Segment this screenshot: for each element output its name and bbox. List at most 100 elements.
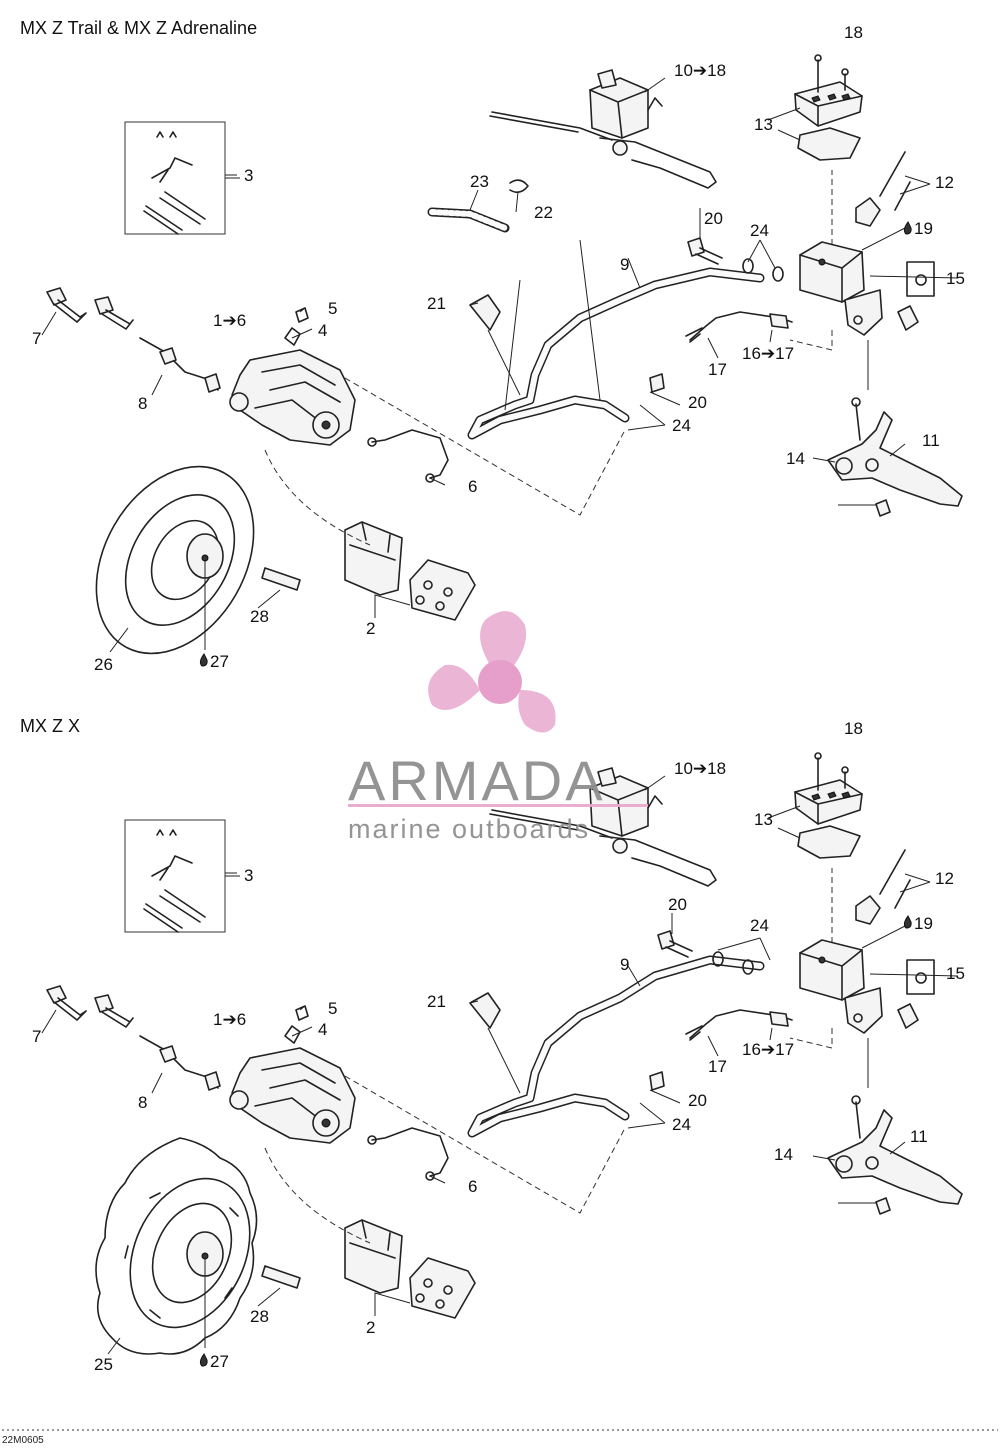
callout-switch: 15 <box>946 964 965 983</box>
callout-banjo-bolt-top: 20 <box>668 895 687 914</box>
watermark-tagline: marine outboards <box>348 814 590 844</box>
callout-pin-kit: 3 <box>244 166 253 185</box>
master-cylinder <box>489 69 717 189</box>
callout-lever: 11 <box>910 1127 928 1146</box>
callout-clamp-screws: 12 <box>935 869 954 888</box>
callout-key: 28 <box>250 1307 269 1326</box>
master-cylinder-body <box>799 849 935 1034</box>
callout-guide: 21 <box>427 294 446 313</box>
callout-cover: 13 <box>754 810 773 829</box>
callout-fitting: 16➔17 <box>742 344 794 363</box>
callout-sleeve: 23 <box>470 172 489 191</box>
master-cylinder-body <box>799 151 935 336</box>
callout-washers-top: 24 <box>750 221 769 240</box>
brake-disc <box>95 465 255 655</box>
callout-cover: 13 <box>754 115 773 134</box>
pin-kit <box>124 121 226 235</box>
oil-drop-icon <box>903 221 912 235</box>
callout-threadlocker: 27 <box>210 1352 229 1371</box>
callout-clip: 17 <box>708 360 727 379</box>
callout-wire-clip: 6 <box>468 1177 477 1196</box>
watermark-brand: ARMADA <box>348 749 606 812</box>
section-trail-adrenaline: MX Z Trail & MX Z Adrenaline <box>20 18 965 674</box>
disc-key <box>261 567 301 591</box>
callout-lever: 11 <box>922 431 940 450</box>
callout-washers-bottom: 24 <box>672 1115 691 1134</box>
callout-key: 28 <box>250 607 269 626</box>
section-mx-z-x: MX Z X <box>20 716 965 1374</box>
callout-wire-clip: 6 <box>468 477 477 496</box>
callout-grease: 19 <box>914 914 933 933</box>
brake-pads <box>344 521 476 621</box>
callout-cap-screws: 18 <box>844 719 863 738</box>
callouts: 10➔18 18 13 12 19 15 20 24 9 16➔17 17 20… <box>32 719 965 1374</box>
caliper-bolts <box>46 287 221 393</box>
callout-pivot: 14 <box>786 449 805 468</box>
callout-caliper: 1➔6 <box>213 1010 246 1029</box>
callout-washers-top: 24 <box>750 916 769 935</box>
callout-pads: 2 <box>366 1318 375 1337</box>
callouts: 10➔18 18 13 12 19 15 20 24 9 16➔17 17 20… <box>32 23 965 674</box>
callout-caliper: 1➔6 <box>213 311 246 330</box>
oil-drop-icon <box>199 1353 208 1367</box>
section-title: MX Z Trail & MX Z Adrenaline <box>20 18 257 38</box>
callout-pivot: 14 <box>774 1145 793 1164</box>
caliper <box>229 1005 356 1144</box>
caliper <box>229 307 356 446</box>
hose-fitting <box>685 311 793 343</box>
callout-master-cylinder: 10➔18 <box>674 759 726 778</box>
callout-bolt-7: 7 <box>32 329 41 348</box>
caliper-bolts <box>46 985 221 1091</box>
brake-lever <box>827 1095 963 1215</box>
wire-clip <box>367 1127 449 1181</box>
callout-clamp: 22 <box>534 203 553 222</box>
callout-threadlocker: 27 <box>210 652 229 671</box>
reservoir-cover <box>794 54 863 161</box>
callout-grease: 19 <box>914 219 933 238</box>
callout-master-cylinder: 10➔18 <box>674 61 726 80</box>
callout-banjo-bolt-bottom: 20 <box>688 393 707 412</box>
brake-pads <box>344 1219 476 1319</box>
brake-lever <box>827 397 963 517</box>
callout-bleeder-cap: 5 <box>328 999 337 1018</box>
callout-pads: 2 <box>366 619 375 638</box>
callout-disc: 25 <box>94 1355 113 1374</box>
reservoir-cover <box>794 752 863 859</box>
wire-clip <box>367 429 449 483</box>
callout-bolt-8: 8 <box>138 1093 147 1112</box>
callout-washers-bottom: 24 <box>672 416 691 435</box>
callout-bleeder: 4 <box>318 321 327 340</box>
hose-guide <box>469 992 501 1029</box>
callout-pin-kit: 3 <box>244 866 253 885</box>
callout-banjo-bolt-top: 20 <box>704 209 723 228</box>
pin-kit <box>124 819 226 933</box>
figure-code: 22M0605 <box>2 1435 44 1446</box>
callout-switch: 15 <box>946 269 965 288</box>
callout-clamp-screws: 12 <box>935 173 954 192</box>
disc-key <box>261 1265 301 1289</box>
callout-bolt-8: 8 <box>138 394 147 413</box>
callout-cap-screws: 18 <box>844 23 863 42</box>
brake-hose <box>467 239 765 440</box>
section-title: MX Z X <box>20 716 80 736</box>
callout-hose: 9 <box>620 955 629 974</box>
oil-drop-icon <box>199 653 208 667</box>
callout-bleeder-cap: 5 <box>328 299 337 318</box>
callout-guide: 21 <box>427 992 446 1011</box>
hose-sleeve <box>427 179 529 233</box>
callout-clip: 17 <box>708 1057 727 1076</box>
callout-bolt-7: 7 <box>32 1027 41 1046</box>
propeller-logo-icon <box>428 611 556 733</box>
callout-disc: 26 <box>94 655 113 674</box>
callout-hose: 9 <box>620 255 629 274</box>
brake-disc <box>95 1137 258 1355</box>
callout-fitting: 16➔17 <box>742 1040 794 1059</box>
brake-hose <box>467 955 765 1138</box>
oil-drop-icon <box>903 915 912 929</box>
callout-bleeder: 4 <box>318 1020 327 1039</box>
hose-fitting <box>685 1009 793 1041</box>
watermark: ARMADA marine outboards <box>348 611 648 844</box>
callout-banjo-bolt-bottom: 20 <box>688 1091 707 1110</box>
hose-guide <box>469 294 501 331</box>
